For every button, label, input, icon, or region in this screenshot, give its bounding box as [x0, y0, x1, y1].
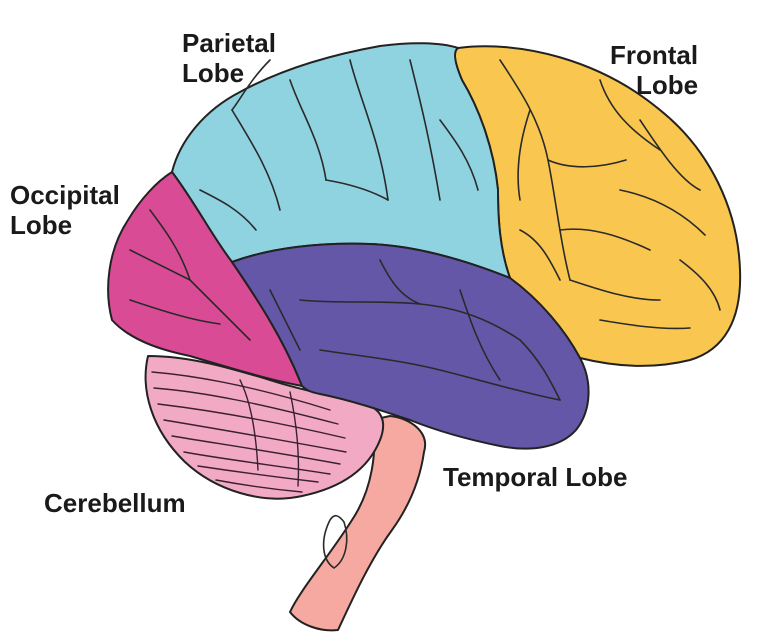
occipital-label-line2: Lobe [10, 210, 73, 240]
frontal-label-line2: Lobe [636, 70, 699, 100]
parietal-lobe-label: Parietal Lobe [182, 28, 276, 88]
frontal-label-line1: Frontal [610, 40, 699, 70]
parietal-label-line1: Parietal [182, 28, 276, 58]
brainstem-region [289, 415, 427, 632]
parietal-folds [199, 59, 479, 231]
temporal-lobe-label: Temporal Lobe [443, 462, 628, 492]
occipital-lobe-label: Occipital Lobe [10, 180, 120, 240]
cerebellum-region [144, 355, 385, 500]
frontal-lobe-label: Frontal Lobe [610, 40, 698, 100]
frontal-folds [499, 59, 721, 330]
parietal-label-line2: Lobe [182, 58, 245, 88]
temporal-folds [269, 259, 561, 401]
occipital-label-line1: Occipital [10, 180, 120, 210]
occipital-folds [129, 209, 251, 341]
cerebellum-folia [151, 371, 347, 493]
cerebellum-label: Cerebellum [44, 488, 186, 518]
temporal-lobe-region [231, 242, 590, 450]
